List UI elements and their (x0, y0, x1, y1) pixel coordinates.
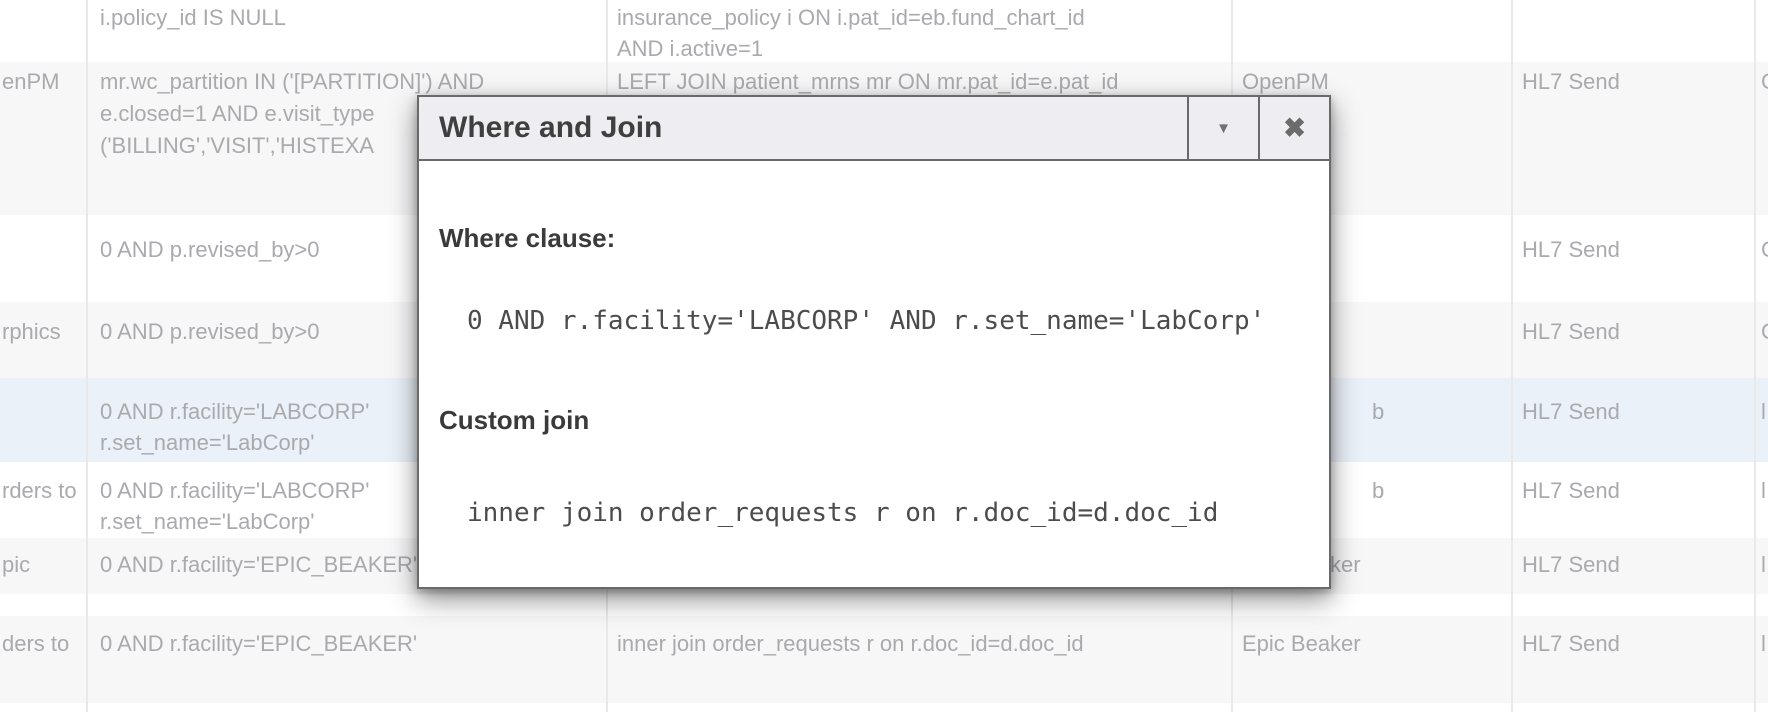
name-cell: rphics (2, 319, 61, 344)
name-cell: enPM (2, 69, 60, 94)
chevron-down-icon: ▼ (1216, 119, 1231, 137)
send-type-cell: HL7 Send (1522, 552, 1620, 577)
custom-join-cell: AND i.active=1 (617, 36, 764, 61)
where-clause-cell: r.set_name='LabCorp' (100, 509, 315, 534)
dialog-title: Where and Join (439, 111, 663, 144)
system-cell-overflow: b (1372, 478, 1385, 503)
where-clause-label: Where clause: (439, 223, 616, 253)
table-row[interactable]: ders to 0 AND r.facility='EPIC_BEAKER' i… (0, 616, 1768, 703)
clipped-edge-cell: C (1761, 234, 1768, 265)
name-cell: rders to (2, 478, 77, 503)
collapse-button[interactable]: ▼ (1187, 97, 1258, 159)
where-clause-cell: ('BILLING','VISIT','HISTEXA (100, 133, 375, 158)
name-cell: pic (2, 552, 31, 577)
send-type-cell: HL7 Send (1522, 399, 1620, 424)
where-clause-cell: 0 AND r.facility='LABCORP' (100, 399, 370, 424)
clipped-edge-cell: l (1761, 552, 1766, 577)
close-icon: ✖ (1283, 112, 1306, 143)
where-clause-cell: 0 AND p.revised_by>0 (100, 319, 320, 344)
where-clause-cell: i.policy_id IS NULL (100, 5, 286, 30)
where-clause-cell: 0 AND r.facility='EPIC_BEAKER' (100, 631, 418, 656)
column-divider (86, 0, 88, 712)
where-clause-cell: 0 AND r.facility='EPIC_BEAKER' (100, 552, 418, 577)
where-clause-value: 0 AND r.facility='LABCORP' AND r.set_nam… (467, 306, 1266, 336)
close-button[interactable]: ✖ (1258, 97, 1329, 159)
send-type-cell: HL7 Send (1522, 478, 1620, 503)
custom-join-cell: inner join order_requests r on r.doc_id=… (617, 631, 1084, 656)
table-row[interactable]: i.policy_id IS NULL insurance_policy i O… (0, 0, 1768, 62)
custom-join-cell: LEFT JOIN patient_mrns mr ON mr.pat_id=e… (617, 69, 1119, 94)
dialog-titlebar[interactable]: Where and Join ▼ ✖ (419, 97, 1329, 161)
system-cell-overflow: b (1372, 399, 1385, 424)
custom-join-label: Custom join (439, 405, 590, 435)
custom-join-value: inner join order_requests r on r.doc_id=… (467, 498, 1219, 528)
where-clause-cell: 0 AND p.revised_by>0 (100, 237, 320, 262)
send-type-cell: HL7 Send (1522, 631, 1620, 656)
custom-join-cell: insurance_policy i ON i.pat_id=eb.fund_c… (617, 5, 1085, 30)
send-type-cell: HL7 Send (1522, 319, 1620, 344)
clipped-edge-cell: l (1761, 631, 1766, 656)
column-divider (1511, 0, 1513, 712)
clipped-edge-cell: l (1761, 399, 1766, 424)
send-type-cell: HL7 Send (1522, 69, 1620, 94)
clipped-edge-cell: C (1761, 316, 1768, 347)
column-divider (1754, 0, 1756, 712)
send-type-cell: HL7 Send (1522, 237, 1620, 262)
system-cell: Epic Beaker (1242, 631, 1361, 656)
where-clause-cell: 0 AND r.facility='LABCORP' (100, 478, 370, 503)
where-clause-cell: mr.wc_partition IN ('[PARTITION]') AND (100, 69, 485, 94)
where-clause-cell: e.closed=1 AND e.visit_type (100, 101, 375, 126)
system-cell: OpenPM (1242, 69, 1329, 94)
clipped-edge-cell: l (1761, 478, 1766, 503)
name-cell: ders to (2, 631, 70, 656)
where-and-join-dialog: Where and Join ▼ ✖ Where clause: 0 AND r… (417, 95, 1331, 589)
where-clause-cell: r.set_name='LabCorp' (100, 430, 315, 455)
clipped-edge-cell: C (1761, 66, 1768, 97)
